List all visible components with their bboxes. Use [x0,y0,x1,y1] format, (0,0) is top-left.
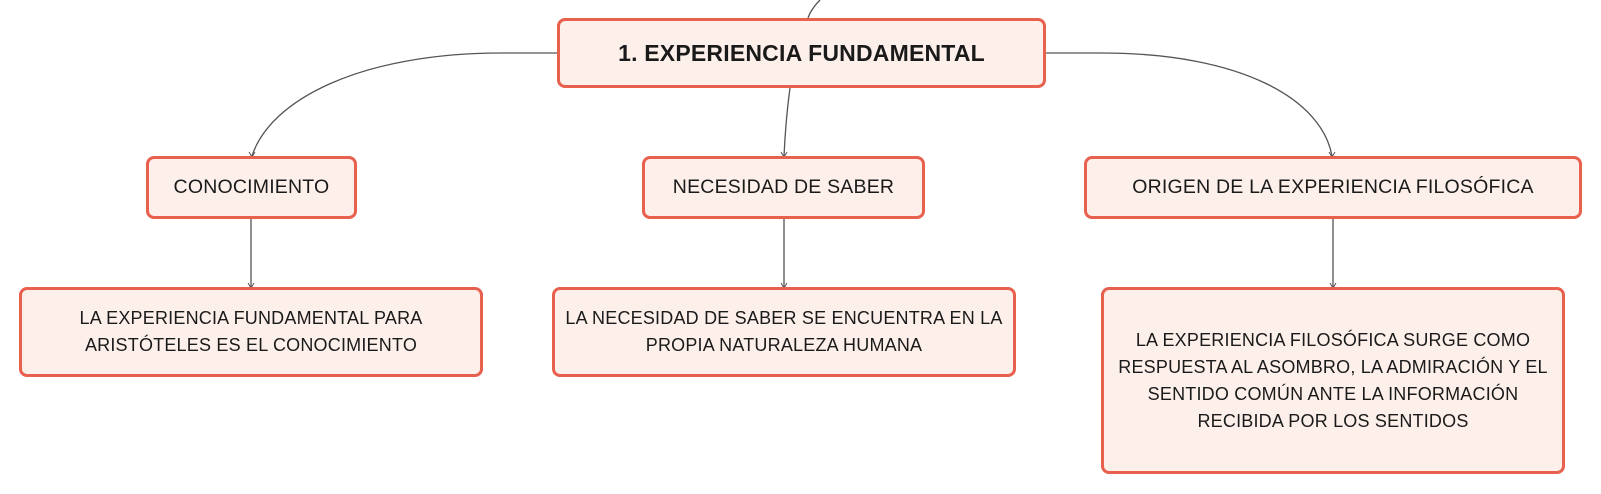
node-necesidad-de-saber[interactable]: NECESIDAD DE SABER [642,156,925,219]
root-node[interactable]: 1. EXPERIENCIA FUNDAMENTAL [557,18,1046,88]
node-necesidad-de-saber-label: NECESIDAD DE SABER [672,176,895,198]
connector-root-conocimiento [251,52,557,157]
detail-node-necesidad-de-saber[interactable]: LA NECESIDAD DE SABER SE ENCUENTRA EN LA… [552,287,1016,377]
detail-node-conocimiento[interactable]: LA EXPERIENCIA FUNDAMENTAL PARA ARISTÓTE… [19,287,483,377]
detail-conocimiento-text: LA EXPERIENCIA FUNDAMENTAL PARA ARISTÓTE… [79,308,423,355]
node-origen-experiencia-filosofica[interactable]: ORIGEN DE LA EXPERIENCIA FILOSÓFICA [1084,156,1582,219]
detail-node-origen[interactable]: LA EXPERIENCIA FILOSÓFICA SURGE COMO RES… [1101,287,1565,474]
connector-root-origen [1046,52,1333,157]
incoming-connector [807,0,821,19]
detail-origen-text: LA EXPERIENCIA FILOSÓFICA SURGE COMO RES… [1118,329,1548,431]
node-origen-label: ORIGEN DE LA EXPERIENCIA FILOSÓFICA [1132,176,1534,198]
detail-necesidad-text: LA NECESIDAD DE SABER SE ENCUENTRA EN LA… [565,308,1003,355]
connector-root-necesidad [783,87,791,157]
root-node-title: 1. EXPERIENCIA FUNDAMENTAL [618,39,985,66]
node-conocimiento[interactable]: CONOCIMIENTO [146,156,357,219]
node-conocimiento-label: CONOCIMIENTO [173,176,330,198]
